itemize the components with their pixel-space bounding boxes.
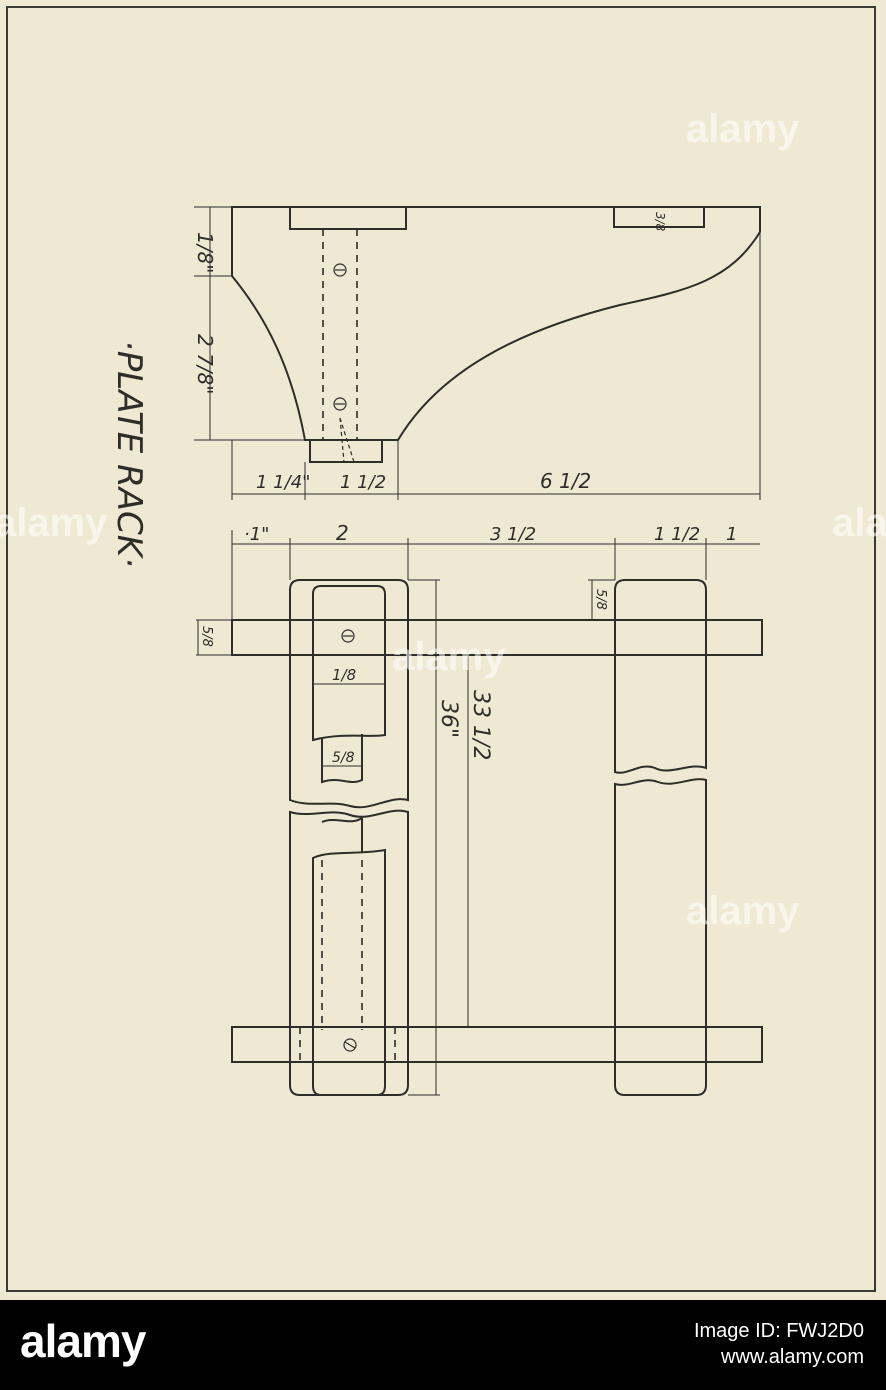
bracket-outline <box>231 206 761 441</box>
screw-icon <box>343 1038 357 1052</box>
dowel-thickness-label: 5/8 <box>332 750 355 766</box>
drawing-plate <box>0 0 886 1300</box>
image-id-label: Image ID: FWJ2D0 <box>693 1320 864 1342</box>
pin-icon <box>339 417 355 463</box>
rail-thickness-label: 5/8 <box>199 626 214 647</box>
dowel-tenon-bottom <box>321 816 363 852</box>
inner-length-label: 33 1/2 <box>468 690 493 760</box>
left-upright-top <box>289 579 409 809</box>
top-notch <box>613 206 705 228</box>
screw-icon <box>333 397 347 411</box>
left-upright-bottom <box>289 809 409 1096</box>
screw-slot <box>344 1041 356 1049</box>
front-width-5: 1 <box>726 524 737 545</box>
bottom-block <box>309 439 383 463</box>
dowel-width-label: 1/8 <box>332 666 356 684</box>
overall-length-label: 36" <box>436 700 461 738</box>
technical-drawing: ·PLATE RACK· 3/8 1/8" 2 7/8" 1 1/4" 1 1/… <box>0 107 886 1096</box>
right-upright-bottom <box>614 778 707 1096</box>
footer-info: Image ID: FWJ2D0 www.alamy.com <box>694 1318 864 1370</box>
dowel-bottom <box>312 848 386 1096</box>
watermark: alamy <box>832 501 886 545</box>
front-width-4: 1 1/2 <box>654 524 700 545</box>
watermarks: alamy alamy alamy alamy alamy <box>0 107 886 933</box>
watermark: alamy <box>0 501 108 545</box>
front-width-1: ·1" <box>244 524 269 545</box>
dowel-top <box>312 585 386 742</box>
watermark: alamy <box>686 889 800 933</box>
watermark: alamy <box>686 107 800 151</box>
front-width-3: 3 1/2 <box>490 524 536 545</box>
drawing-title: ·PLATE RACK· <box>109 340 149 568</box>
height-label-main: 2 7/8" <box>193 334 217 394</box>
top-block <box>289 206 407 230</box>
upright-thickness-label: 5/8 <box>593 589 608 610</box>
right-upright-top <box>614 579 707 774</box>
front-width-2: 2 <box>336 521 349 545</box>
footer-logo: alamy <box>20 1315 146 1367</box>
top-rail <box>231 619 763 656</box>
watermark: alamy <box>392 635 506 679</box>
plate-border <box>6 6 876 1292</box>
screw-icon <box>341 629 355 643</box>
bottom-rail <box>231 1026 763 1063</box>
dowel-tenon-top <box>321 734 363 784</box>
front-view: ·1" 2 3 1/2 1 1/2 1 <box>196 521 763 1096</box>
footer-bar: alamy Image ID: FWJ2D0 www.alamy.com <box>0 1300 886 1390</box>
width-label-2: 1 1/2 <box>340 472 386 493</box>
width-label-3: 6 1/2 <box>540 469 591 493</box>
height-label-top: 1/8" <box>193 232 217 273</box>
screw-icon <box>333 263 347 277</box>
site-label: www.alamy.com <box>721 1346 864 1368</box>
side-view: 3/8 1/8" 2 7/8" 1 1/4" 1 1/2 6 1/2 <box>193 206 761 500</box>
notch-label: 3/8 <box>653 212 667 232</box>
width-label-1: 1 1/4" <box>256 472 310 493</box>
